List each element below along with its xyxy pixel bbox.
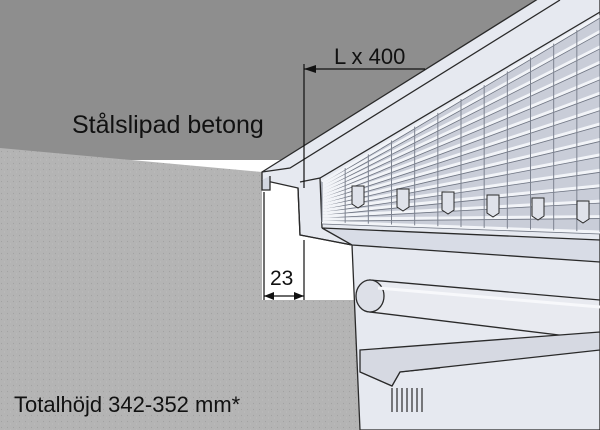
grating-tab bbox=[486, 194, 500, 218]
grating-tab bbox=[441, 191, 455, 215]
dim-top-arrow bbox=[304, 65, 316, 73]
grating bbox=[321, 14, 600, 235]
grating-tab bbox=[531, 197, 545, 221]
grating-tab bbox=[351, 185, 365, 209]
frame-side bbox=[297, 187, 353, 246]
channel-lower-frame bbox=[321, 227, 600, 263]
dimension-length-label: L x 400 bbox=[334, 44, 406, 69]
grating-bar-shadow bbox=[321, 223, 600, 235]
pipe-highlight bbox=[377, 286, 600, 309]
material-label: Stålslipad betong bbox=[72, 111, 264, 139]
frame-lip bbox=[261, 176, 271, 191]
dimension-lines bbox=[263, 64, 425, 300]
rail-inner bbox=[359, 367, 441, 387]
frame-rim-outer bbox=[261, 0, 561, 173]
dim-side-arrow-right bbox=[294, 292, 304, 300]
total-height-label: Totalhöjd 342-352 mm* bbox=[14, 392, 241, 417]
support-combs bbox=[391, 388, 423, 412]
pipe-end bbox=[355, 279, 385, 313]
dim-side-arrow-left bbox=[264, 292, 274, 300]
grating-tab bbox=[576, 200, 590, 224]
grating-tab bbox=[396, 188, 410, 212]
dimension-side-label: 23 bbox=[270, 267, 294, 290]
